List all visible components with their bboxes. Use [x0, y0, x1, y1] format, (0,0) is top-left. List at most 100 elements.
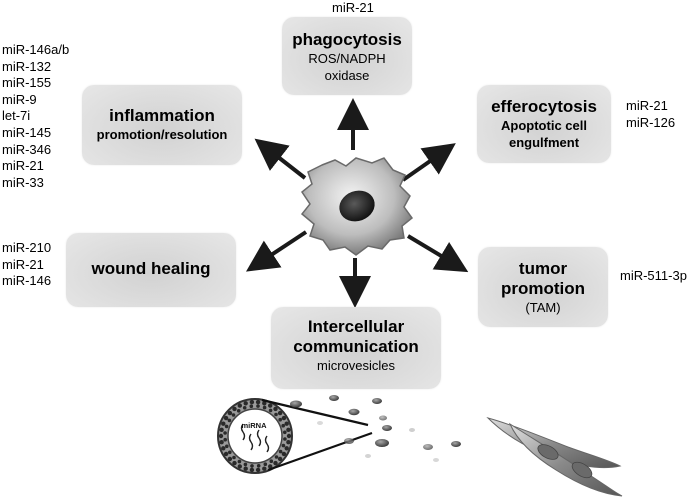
- mirna-list-phagocytosis: miR-21: [332, 0, 374, 17]
- membrane-dot: [263, 462, 268, 467]
- membrane-dot: [223, 431, 227, 435]
- membrane-dot: [223, 415, 229, 421]
- inflammation-title: inflammation: [109, 106, 215, 125]
- wound-healing-title: wound healing: [91, 259, 211, 278]
- vesicle-membrane-dots: [218, 399, 292, 473]
- membrane-dot: [243, 462, 248, 467]
- membrane-dot: [225, 444, 229, 449]
- membrane-dot: [218, 433, 224, 439]
- tumor-title-2: promotion: [500, 279, 586, 298]
- zoom-line-bottom: [267, 431, 373, 472]
- mirna-item: miR-346: [2, 141, 52, 157]
- mirna-list-tumor: miR-511-3p: [620, 268, 687, 285]
- membrane-dot: [224, 424, 229, 429]
- inflammation-line-1: promotion/resolution: [96, 127, 228, 142]
- membrane-dot: [278, 449, 283, 454]
- membrane-dot: [243, 401, 248, 406]
- membrane-dot: [223, 437, 227, 442]
- membrane-dot: [232, 460, 237, 466]
- membrane-dot: [278, 417, 283, 422]
- mirna-item: let-7i: [2, 108, 31, 124]
- recipient-cells: [486, 417, 623, 497]
- membrane-dot: [283, 437, 287, 441]
- membrane-dot: [262, 466, 267, 471]
- membrane-dot: [268, 464, 273, 469]
- membrane-dot: [269, 459, 274, 464]
- membrane-dot: [255, 399, 261, 405]
- membrane-dot: [262, 405, 267, 410]
- membrane-dot: [249, 399, 255, 405]
- mirna-item: miR-210: [2, 240, 52, 255]
- membrane-dot: [281, 415, 287, 421]
- membrane-dot: [242, 406, 247, 410]
- membrane-dot: [286, 433, 292, 439]
- efferocytosis-title: efferocytosis: [491, 97, 597, 116]
- mirna-item: miR-9: [2, 91, 37, 107]
- membrane-dot: [268, 408, 273, 413]
- membrane-dot: [223, 451, 229, 457]
- membrane-dot: [262, 401, 267, 406]
- membrane-dot: [277, 410, 283, 416]
- phagocytosis-line-2: oxidase: [324, 68, 370, 83]
- mirna-strands: [240, 423, 270, 453]
- mirna-item: miR-146a/b: [2, 42, 70, 57]
- membrane-dot: [232, 406, 237, 412]
- mirna-item: miR-145: [2, 124, 52, 140]
- membrane-dot: [255, 467, 261, 473]
- membrane-dot: [237, 403, 242, 408]
- membrane-dot: [221, 421, 226, 426]
- membrane-dot: [281, 443, 286, 448]
- membrane-dot: [236, 409, 241, 413]
- wound-healing-box: wound healing: [66, 233, 236, 307]
- membrane-dot: [274, 455, 279, 459]
- nucleus: [339, 190, 375, 222]
- arrow-to-efferocytosis: [401, 143, 456, 182]
- arrow-to-inflammation: [254, 138, 307, 180]
- arrows: [245, 98, 469, 308]
- membrane-dot: [219, 427, 224, 432]
- membrane-dot: [268, 403, 273, 408]
- membrane-dot: [273, 460, 278, 466]
- phagocytosis-box: phagocytosis ROS/NADPH oxidase: [282, 17, 412, 95]
- mirna-item: miR-511-3p: [620, 268, 687, 283]
- membrane-dot: [221, 446, 226, 451]
- membrane-dot: [227, 418, 232, 423]
- phagocytosis-title: phagocytosis: [292, 30, 402, 49]
- arrow-to-tumor: [406, 234, 469, 273]
- tumor-line-1: (TAM): [525, 300, 561, 315]
- membrane-dot: [273, 406, 278, 412]
- efferocytosis-box: efferocytosis Apoptotic cell engulfment: [477, 85, 611, 163]
- membrane-dot: [277, 456, 283, 462]
- mirna-list-wound-healing: miR-210 miR-21 miR-146: [2, 240, 51, 290]
- membrane-dot: [227, 410, 233, 416]
- microvesicle-illustration: miRNA: [217, 398, 373, 474]
- intercellular-title-2: communication: [293, 337, 419, 356]
- vesicle-label: miRNA: [241, 421, 267, 430]
- membrane-dot: [284, 446, 289, 451]
- membrane-dot: [284, 421, 289, 426]
- mirna-item: miR-21: [626, 98, 668, 113]
- mirna-item: miR-126: [626, 114, 676, 130]
- membrane-dot: [286, 427, 291, 432]
- membrane-dot: [281, 451, 287, 457]
- membrane-dot: [256, 404, 260, 408]
- intercellular-title-1: Intercellular: [307, 317, 405, 336]
- membrane-dot: [219, 440, 224, 445]
- mirna-item: miR-132: [2, 58, 52, 74]
- efferocytosis-line-1: Apoptotic cell: [501, 118, 587, 133]
- macrophage-cell: [300, 157, 414, 256]
- inflammation-box: inflammation promotion/resolution: [82, 85, 242, 165]
- tumor-promotion-box: tumor promotion (TAM): [478, 247, 608, 327]
- membrane-dot: [274, 412, 278, 417]
- membrane-dot: [281, 423, 286, 428]
- mirna-item: miR-21: [332, 0, 374, 15]
- mirna-item: miR-155: [2, 75, 52, 91]
- membrane-dot: [283, 430, 287, 435]
- phagocytosis-line-1: ROS/NADPH: [308, 51, 386, 66]
- membrane-dot: [286, 440, 291, 445]
- mirna-item: miR-146: [2, 273, 52, 289]
- intercellular-line-1: microvesicles: [316, 358, 395, 373]
- mirna-item: miR-33: [2, 174, 44, 190]
- membrane-dot: [250, 464, 254, 468]
